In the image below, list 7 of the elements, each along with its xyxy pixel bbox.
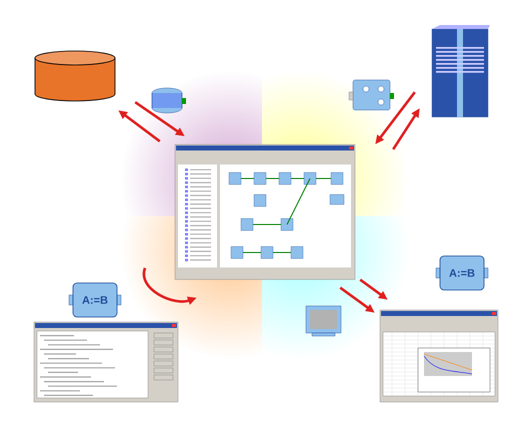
spreadsheet-window-drawing [380,310,498,402]
server-drawing [432,25,490,118]
software-window-drawing [174,144,356,280]
assignment-box: A:=B [68,282,122,318]
script-window-drawing [34,322,178,402]
assignment-box: A:=B [436,256,488,290]
database-cylinder [34,50,116,102]
